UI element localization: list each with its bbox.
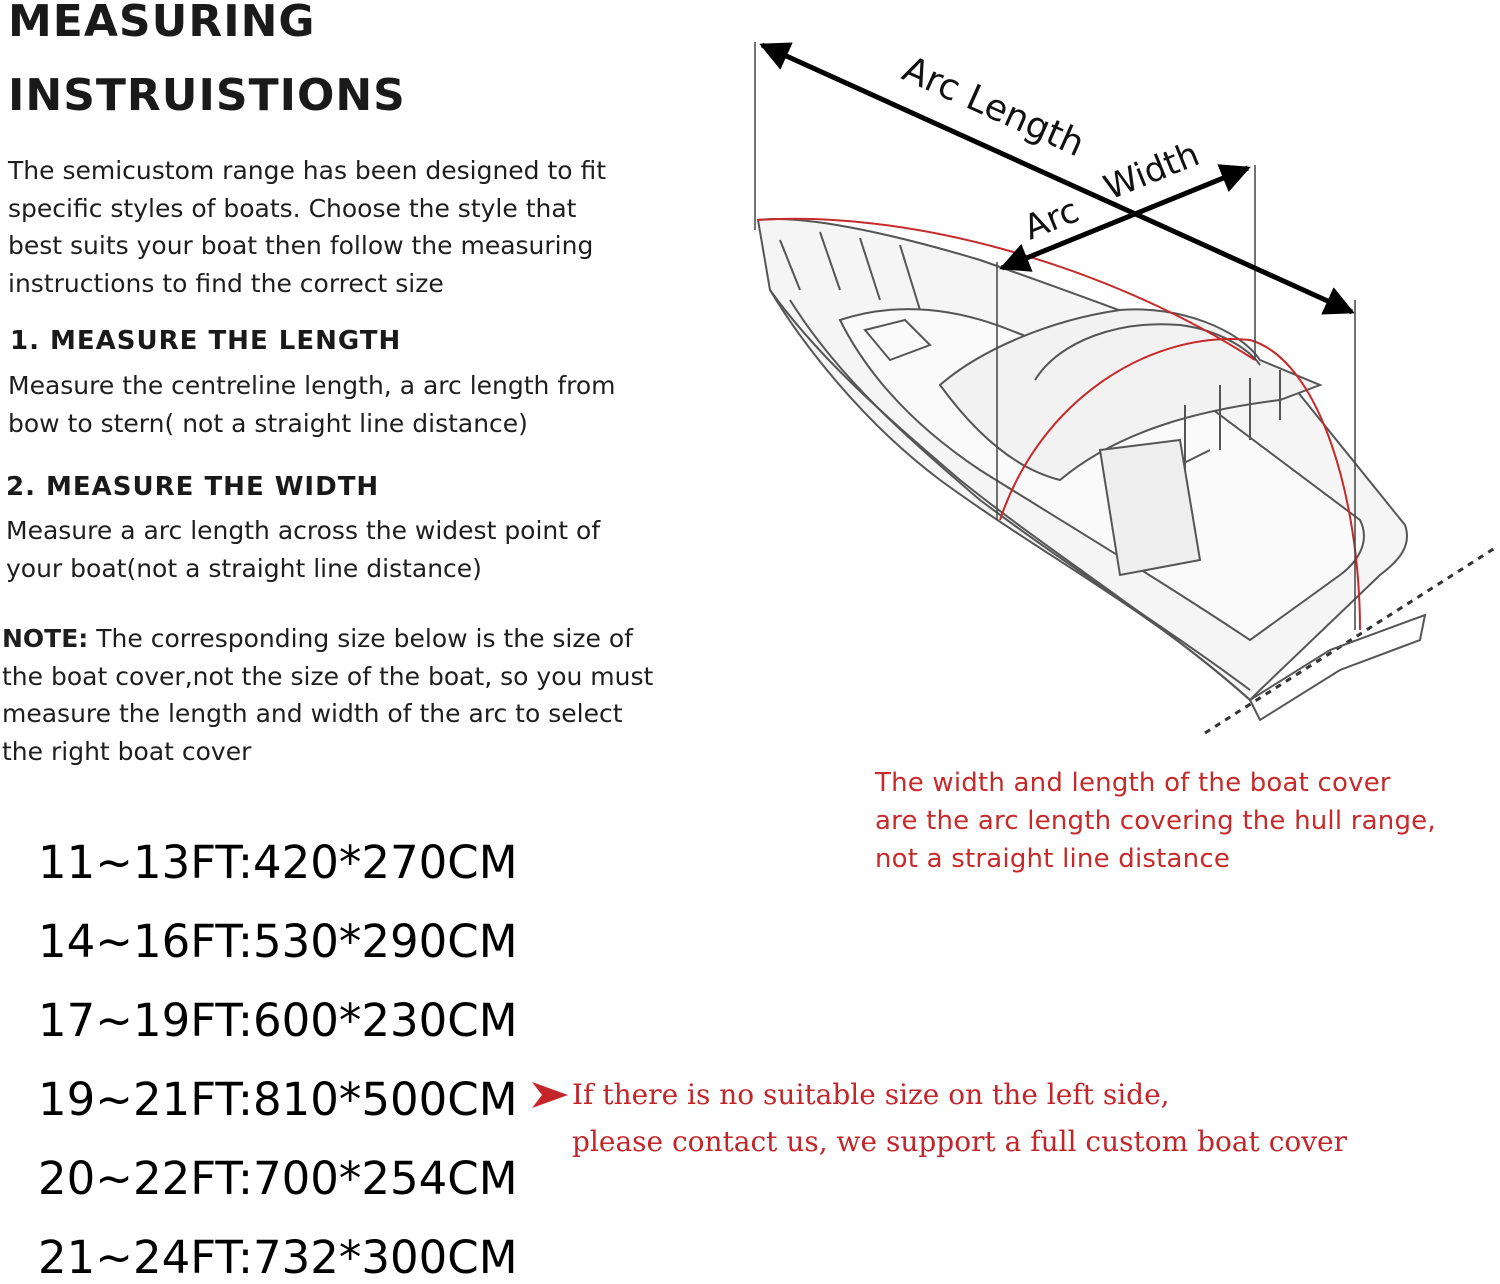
size-item: 21~24FT:732*300CM: [38, 1231, 518, 1284]
custom-note-line-1: If there is no suitable size on the left…: [572, 1078, 1170, 1111]
boat-outline: [756, 218, 1427, 722]
note-line: measure the length and width of the arc …: [2, 699, 623, 728]
intro-line: instructions to find the correct size: [8, 268, 444, 298]
step1-text: Measure the centreline length, a arc len…: [8, 367, 708, 442]
note-label: NOTE:: [2, 624, 89, 653]
red-arrow-icon: [532, 1082, 568, 1108]
size-item: 17~19FT:600*230CM: [38, 994, 518, 1047]
arc-width-arrow: [999, 164, 1251, 272]
heading-line-2: INSTRUISTIONS: [8, 70, 406, 121]
note-first-text: The corresponding size below is the size…: [88, 624, 633, 653]
diagram-note-line: are the arc length covering the hull ran…: [875, 806, 1436, 836]
custom-note-line-2: please contact us, we support a full cus…: [572, 1125, 1348, 1158]
heading-line-1: MEASURING: [8, 0, 316, 47]
size-item: 11~13FT:420*270CM: [38, 836, 518, 889]
intro-paragraph: The semicustom range has been designed t…: [8, 152, 708, 302]
diagram-note-line: The width and length of the boat cover: [875, 768, 1391, 798]
note-line: the boat cover,not the size of the boat,…: [2, 661, 654, 691]
intro-line: The semicustom range has been designed t…: [8, 156, 607, 185]
intro-line: specific styles of boats. Choose the sty…: [8, 193, 577, 223]
boat-diagram: Arc Length Arc Width: [754, 42, 1496, 735]
diagram-note: The width and length of the boat cover a…: [875, 764, 1495, 878]
size-item: 20~22FT:700*254CM: [38, 1152, 518, 1205]
step1-line: Measure the centreline length, a arc len…: [8, 371, 616, 400]
note-line: the right boat cover: [2, 736, 252, 766]
size-item: 19~21FT:810*500CM: [38, 1073, 518, 1126]
centreline-dashes: [1204, 546, 1496, 735]
step2-line: your boat(not a straight line distance): [6, 553, 482, 583]
note-first-line: NOTE: The corresponding size below is th…: [2, 620, 722, 658]
step2-line: Measure a arc length across the widest p…: [6, 516, 601, 545]
intro-line: best suits your boat then follow the mea…: [8, 231, 594, 260]
width-arc: [999, 338, 1361, 631]
diagram-note-line: not a straight line distance: [875, 844, 1231, 874]
step2-text: Measure a arc length across the widest p…: [6, 512, 706, 587]
step1-title: 1. MEASURE THE LENGTH: [10, 326, 402, 356]
step1-line: bow to stern( not a straight line distan…: [8, 408, 528, 438]
note-paragraph: NOTE: The corresponding size below is th…: [2, 620, 722, 770]
step2-title: 2. MEASURE THE WIDTH: [6, 472, 380, 502]
size-item: 14~16FT:530*290CM: [38, 915, 518, 968]
width-label: Width: [1098, 134, 1205, 208]
